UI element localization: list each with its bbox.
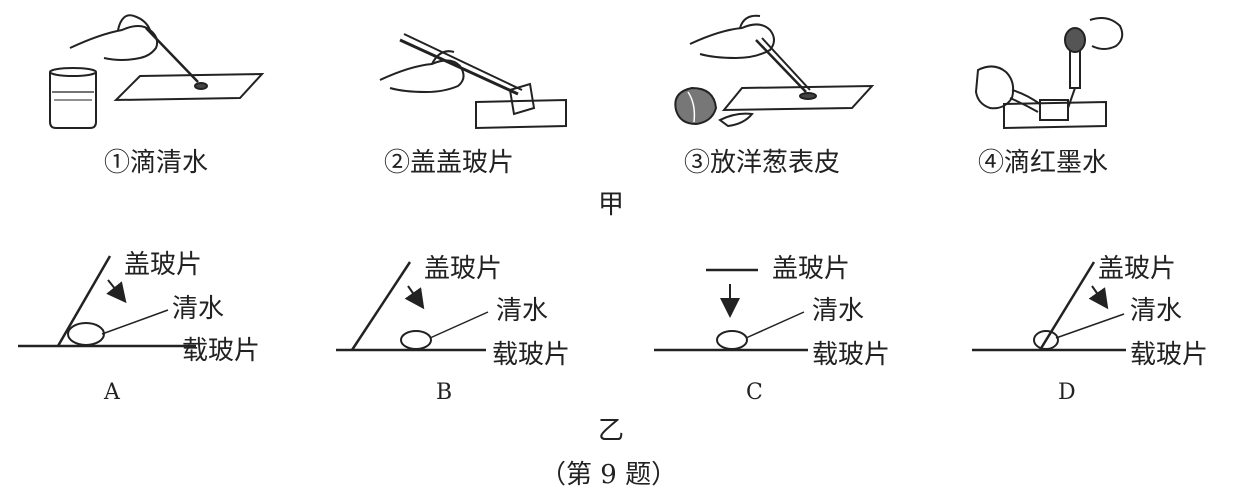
option-c-diagram	[654, 268, 808, 352]
option-b-diagram	[336, 261, 489, 352]
option-d-slide-label: 载玻片	[1130, 340, 1209, 370]
cover-slip-icon	[508, 82, 536, 116]
onion-icon	[674, 86, 718, 126]
option-c-letter: C	[746, 380, 763, 405]
cover-slip-line	[1038, 261, 1096, 351]
option-a-slide-label: 载玻片	[182, 336, 261, 366]
hand-icon	[379, 59, 465, 94]
slide-icon	[475, 98, 567, 130]
water-pointer	[429, 311, 489, 339]
option-d-diagram	[972, 261, 1126, 352]
option-d-water-label: 清水	[1130, 296, 1183, 326]
step3-label: ③放洋葱表皮	[684, 148, 841, 178]
figure-jia-title: 甲	[598, 190, 625, 220]
option-a-cover-label: 盖玻片	[124, 250, 203, 280]
option-b-letter: B	[436, 380, 453, 405]
option-d-cover-label: 盖玻片	[1098, 254, 1177, 284]
slide-icon	[113, 72, 265, 102]
step4-illustration	[974, 17, 1124, 130]
option-d-letter: D	[1058, 380, 1076, 405]
step3-illustration	[674, 14, 875, 128]
hand-icon	[689, 23, 775, 60]
cover-arrow	[106, 279, 127, 304]
water-pointer	[101, 309, 169, 335]
option-c-water-label: 清水	[812, 296, 865, 326]
cover-arrow	[404, 285, 425, 310]
option-b-slide-label: 载玻片	[492, 340, 571, 370]
step4-label: ④滴红墨水	[978, 148, 1109, 178]
option-a-diagram	[18, 255, 196, 348]
step1-illustration	[49, 14, 265, 129]
water-pointer	[1055, 313, 1125, 339]
step2-label: ②盖盖玻片	[384, 148, 515, 178]
hand-icon	[974, 65, 1015, 110]
onion-peel-icon	[718, 112, 754, 128]
cover-slip-line	[56, 255, 112, 347]
option-b-water-label: 清水	[496, 296, 549, 326]
tweezers-icon	[755, 39, 807, 93]
water-drop	[67, 322, 105, 346]
option-a-water-label: 清水	[172, 294, 225, 324]
step2-illustration	[379, 33, 567, 130]
slide-icon	[1003, 100, 1107, 130]
option-b-cover-label: 盖玻片	[424, 254, 503, 284]
hand-icon	[69, 25, 159, 61]
slide-icon	[721, 84, 875, 112]
cover-slip-line	[350, 261, 412, 351]
option-c-slide-label: 载玻片	[812, 340, 891, 370]
water-drop	[1033, 330, 1059, 350]
option-c-cover-label: 盖玻片	[772, 254, 851, 284]
question-caption: （第 9 题）	[540, 460, 678, 490]
step1-label: ①滴清水	[104, 148, 209, 178]
tweezers-icon	[399, 38, 519, 96]
beaker-icon	[49, 72, 97, 129]
option-a-letter: A	[104, 380, 120, 405]
cover-arrow	[1088, 285, 1109, 310]
water-pointer	[745, 311, 805, 339]
water-drop	[400, 330, 432, 350]
water-drop	[716, 330, 748, 350]
figure-yi-title: 乙	[598, 416, 625, 446]
